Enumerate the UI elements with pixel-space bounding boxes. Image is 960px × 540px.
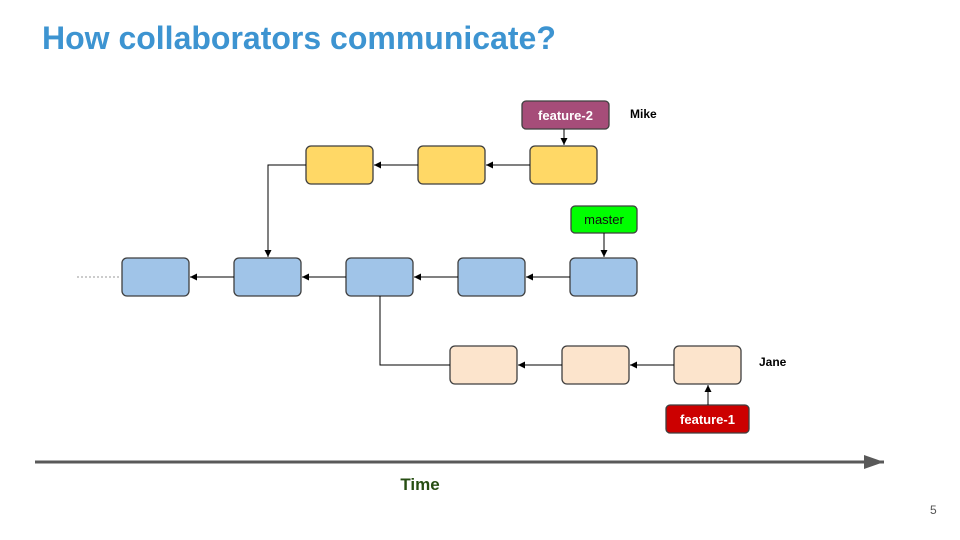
mike-label: Mike [630, 107, 657, 121]
jane-commit-3[interactable] [673, 345, 742, 385]
master-commit-4[interactable] [457, 257, 526, 297]
master-commit-1[interactable] [121, 257, 190, 297]
jane-commit-1[interactable] [449, 345, 518, 385]
master-label: master [584, 212, 624, 227]
mike-commit-3[interactable] [529, 145, 598, 185]
jane-branch-connector [379, 296, 450, 366]
time-label: Time [400, 475, 439, 494]
master-commit-2[interactable] [233, 257, 302, 297]
feature-1-label: feature-1 [680, 412, 735, 427]
mike-commit-2[interactable] [417, 145, 486, 185]
page-number: 5 [930, 503, 937, 517]
mike-branch-connector [264, 164, 306, 257]
jane-label: Jane [759, 355, 787, 369]
master-commit-5[interactable] [569, 257, 638, 297]
jane-commit-2[interactable] [561, 345, 630, 385]
feature-2-tag[interactable] [521, 100, 610, 130]
slide-title: How collaborators communicate? [42, 20, 556, 56]
mike-commit-1[interactable] [305, 145, 374, 185]
feature-2-label: feature-2 [538, 108, 593, 123]
master-commit-3[interactable] [345, 257, 414, 297]
